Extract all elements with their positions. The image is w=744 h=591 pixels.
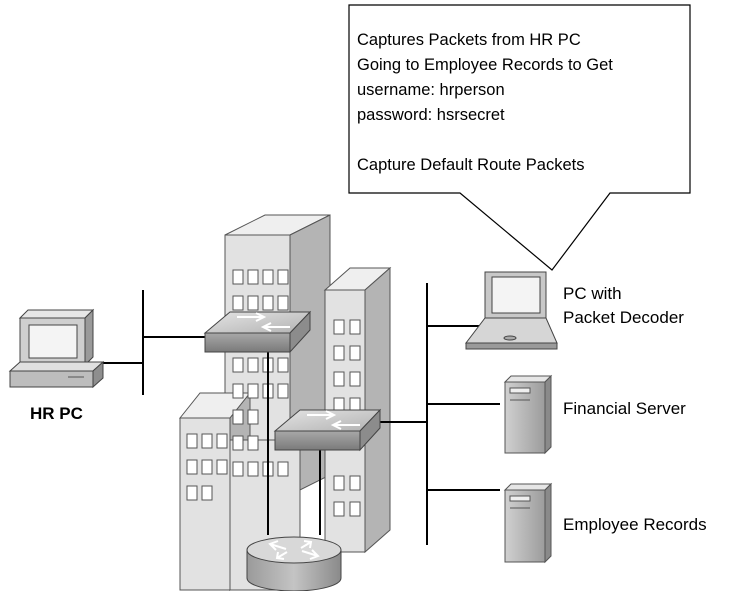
callout-bubble bbox=[348, 4, 691, 271]
callout-line-4: password: hsrsecret bbox=[357, 106, 505, 124]
financial-server-label: Financial Server bbox=[563, 399, 686, 418]
financial-server: Financial Server bbox=[503, 374, 686, 455]
building-windows-left bbox=[186, 433, 228, 501]
switch-icon bbox=[273, 408, 382, 452]
router-icon bbox=[246, 536, 342, 591]
network-cables bbox=[100, 283, 500, 545]
laptop-label-line-2: Packet Decoder bbox=[563, 308, 684, 327]
laptop-icon bbox=[464, 271, 558, 350]
employee-records-label: Employee Records bbox=[563, 515, 707, 534]
callout-line-6: Capture Default Route Packets bbox=[357, 156, 584, 174]
switch-icon bbox=[203, 310, 312, 354]
laptop-label-line-1: PC with bbox=[563, 284, 622, 303]
packet-decoder-pc: PC with Packet Decoder bbox=[464, 271, 684, 350]
building-windows-right bbox=[333, 319, 361, 517]
callout-line-2: Going to Employee Records to Get bbox=[357, 56, 613, 74]
hr-pc-label: HR PC bbox=[30, 404, 83, 423]
callout: Captures Packets from HR PC Going to Emp… bbox=[348, 4, 691, 271]
hr-pc: HR PC bbox=[8, 308, 105, 423]
office-building-icon bbox=[178, 214, 392, 591]
desktop-computer-icon bbox=[8, 308, 105, 389]
server-tower-icon bbox=[503, 482, 553, 564]
callout-line-1: Captures Packets from HR PC bbox=[357, 31, 581, 49]
server-tower-icon bbox=[503, 374, 553, 455]
callout-line-3: username: hrperson bbox=[357, 81, 505, 99]
employee-records-server: Employee Records bbox=[503, 482, 707, 564]
